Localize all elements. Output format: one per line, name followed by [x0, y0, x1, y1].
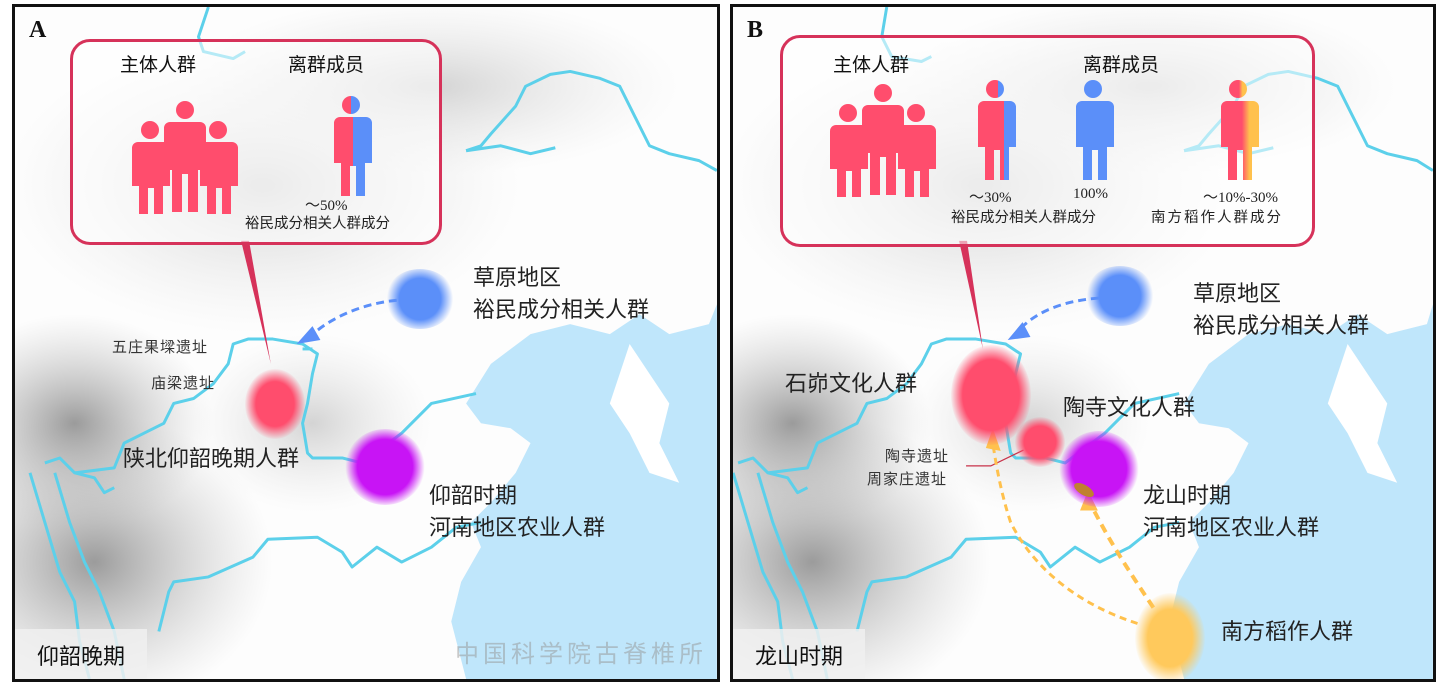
steppe-blob — [385, 269, 455, 329]
label-site-wuzhuang: 五庄果墚遗址 — [112, 338, 209, 356]
legend-box: 主体人群 离群成员 ～50% 裕民成分相关人群成分 — [70, 39, 442, 245]
outlier-caption: 裕民成分相关人群成分 — [245, 216, 390, 232]
label-taosi-culture: 陶寺文化人群 — [1063, 396, 1196, 421]
steppe-blob — [1085, 266, 1155, 326]
panel-letter: B — [747, 17, 764, 43]
legend-box: 主体人群 离群成员 ～30% 100% ～10%-30% 裕民成分相关人群成分 … — [780, 35, 1315, 247]
panel-letter: A — [29, 17, 47, 43]
outlier-percent: ～50% — [305, 198, 348, 214]
label-steppe: 草原地区 裕民成分相关人群 — [1193, 282, 1370, 339]
label-henan: 龙山时期 河南地区农业人群 — [1143, 484, 1320, 541]
period-label: 龙山时期 — [733, 629, 866, 679]
label-steppe: 草原地区 裕民成分相关人群 — [473, 266, 650, 323]
outlier-person-icon — [334, 96, 372, 196]
outlier-percent-3: ～10%-30% — [1203, 190, 1278, 206]
outlier-percent-2: 100% — [1073, 186, 1108, 202]
outlier-person-icon-blue — [1076, 80, 1114, 180]
label-site-taosi: 陶寺遗址 — [885, 447, 950, 465]
outlier-percent-1: ～30% — [969, 190, 1012, 206]
outlier-caption-right: 南方稻作人群成分 — [1151, 210, 1283, 226]
people-group-icon — [132, 101, 238, 214]
main-group-title: 主体人群 — [120, 54, 197, 76]
label-site-zhoujiazhuang: 周家庄遗址 — [867, 470, 948, 488]
label-main-group: 陕北仰韶晚期人群 — [123, 447, 300, 472]
outlier-caption-left: 裕民成分相关人群成分 — [951, 210, 1096, 226]
label-south-rice: 南方稻作人群 — [1221, 620, 1354, 645]
label-shimao: 石峁文化人群 — [785, 372, 918, 397]
henan-blob — [345, 429, 425, 505]
outlier-person-icon-red-yellow — [1221, 80, 1259, 180]
people-group-icon — [830, 84, 936, 197]
henan-blob — [1059, 431, 1139, 507]
watermark: 中国科学院古脊椎所 — [455, 640, 707, 668]
outlier-title: 离群成员 — [1083, 54, 1160, 76]
taosi-blob — [1015, 417, 1065, 467]
label-site-miaoliang: 庙梁遗址 — [151, 374, 216, 392]
south-rice-blob — [1135, 593, 1205, 679]
outlier-person-icon-red-blue — [978, 80, 1016, 180]
main-group-blob — [245, 369, 305, 439]
main-group-title: 主体人群 — [833, 54, 910, 76]
label-henan: 仰韶时期 河南地区农业人群 — [429, 484, 606, 541]
panel-a: A 主体人群 离群成员 ～50% 裕民成分相关人群成分 草原地区 裕民成分相关人… — [12, 4, 720, 682]
panel-b: B 主体人群 离群成员 ～30% 100% ～10%-30% 裕民成分相关人群成… — [730, 4, 1436, 682]
period-label: 仰韶晚期 — [15, 629, 148, 679]
outlier-title: 离群成员 — [288, 54, 365, 76]
